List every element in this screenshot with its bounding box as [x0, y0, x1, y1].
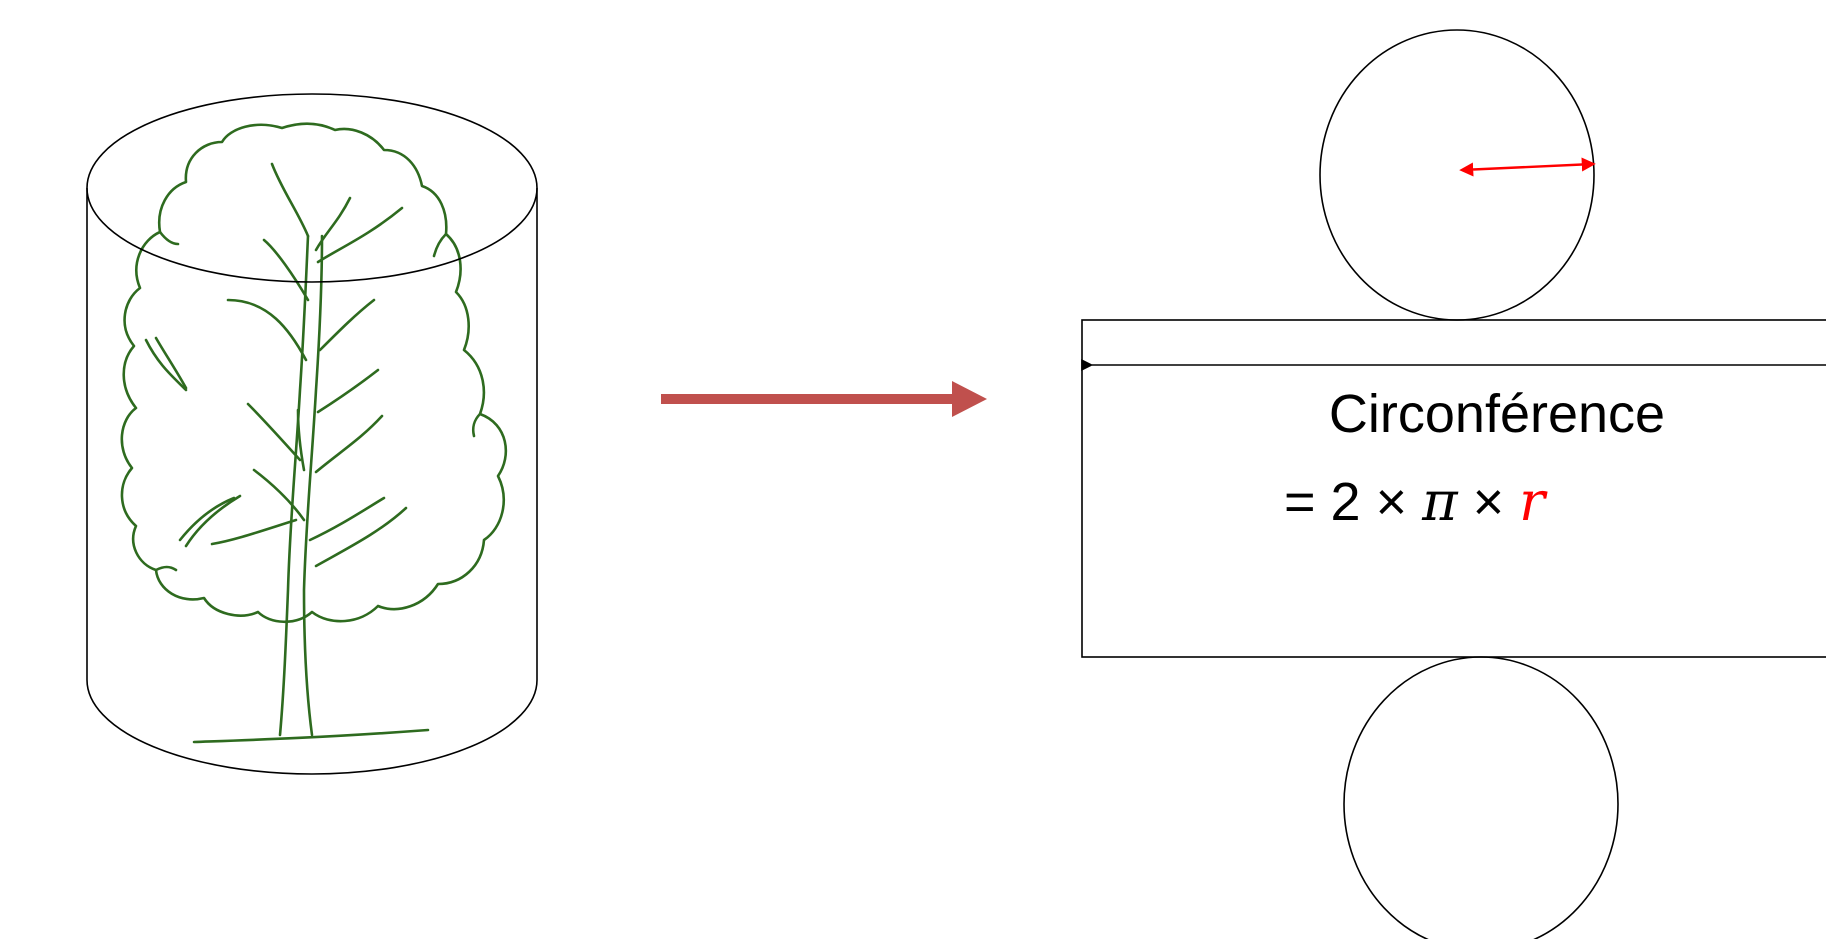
- lateral-surface-rectangle: [1081, 319, 1826, 658]
- top-circle: [1319, 29, 1595, 321]
- bottom-circle: [1343, 656, 1619, 939]
- tree-sketch-icon: [120, 122, 508, 744]
- cylinder-with-tree: [86, 93, 538, 775]
- formula-prefix: = 2 ×: [1284, 472, 1422, 532]
- cylinder-top-ellipse: [86, 93, 538, 283]
- circumference-formula: = 2 × π × r: [1284, 470, 1548, 533]
- formula-times: ×: [1458, 472, 1520, 532]
- radius-arrow: [1459, 157, 1596, 177]
- pi-symbol: π: [1421, 470, 1459, 533]
- right-arrow-icon: [661, 381, 987, 417]
- radius-symbol: r: [1519, 470, 1548, 533]
- circumference-label: Circonférence: [1329, 384, 1665, 444]
- cylinder-net: Circonférence = 2 × π × r: [1081, 29, 1826, 939]
- cylinder-bottom-curve: [86, 679, 538, 775]
